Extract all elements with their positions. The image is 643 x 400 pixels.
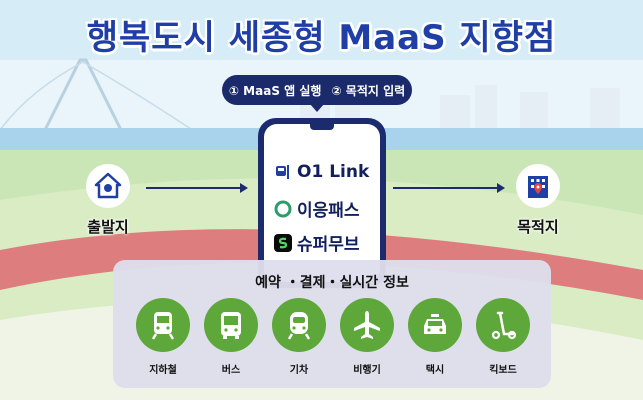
phone-notch [310,124,334,130]
app-ieung-pass[interactable]: 이응패스 [274,196,360,221]
app-label: O1 Link [297,162,370,182]
train-icon [272,298,326,352]
house-location-icon [86,164,130,208]
arrow-to-phone [146,183,248,193]
origin-label: 출발지 [87,218,129,236]
page-title: 행복도시 세종형 MaaS 지향점 [86,18,557,58]
step-1-label: ① MaaS 앱 실행 [228,83,322,98]
origin-point: 출발지 [78,164,138,237]
mode-label: 택시 [425,365,445,376]
arrow-to-destination [393,183,505,193]
transport-panel: 예약 ・결제・실시간 정보 지하철 버스 기차 비행기 [113,260,551,388]
mode-airplane[interactable]: 비행기 [337,298,397,376]
app-supermove[interactable]: 슈퍼무브 [274,230,360,255]
phone-mockup: O1 Link 이응패스 슈퍼무브 [258,118,386,288]
bus-stop-icon [274,163,292,181]
kickboard-icon [476,298,530,352]
app-label: 슈퍼무브 [297,235,360,255]
mode-kickboard[interactable]: 킥보드 [473,298,533,376]
app-label: 이응패스 [297,201,360,221]
destination-label: 목적지 [517,218,559,236]
mode-bus[interactable]: 버스 [201,298,261,376]
mode-train[interactable]: 기차 [269,298,329,376]
app-o1-link[interactable]: O1 Link [274,162,369,182]
subway-icon [136,298,190,352]
mode-label: 지하철 [149,365,177,376]
bus-icon [204,298,258,352]
steps-bubble: ① MaaS 앱 실행 ② 목적지 입력 [222,75,412,112]
panel-title: 예약 ・결제・실시간 정보 [255,275,409,291]
step-2-label: ② 목적지 입력 [331,83,406,98]
building-location-icon [516,164,560,208]
mode-label: 기차 [289,365,309,376]
mode-taxi[interactable]: 택시 [405,298,465,376]
phone-screen: O1 Link 이응패스 슈퍼무브 [264,124,380,282]
ieung-logo-icon [274,200,292,218]
mode-label: 비행기 [353,365,381,376]
mode-label: 버스 [221,365,241,376]
taxi-icon [408,298,462,352]
airplane-icon [340,298,394,352]
mode-label: 킥보드 [489,365,517,376]
destination-point: 목적지 [508,164,568,237]
mode-subway[interactable]: 지하철 [133,298,193,376]
supermove-logo-icon [274,233,292,252]
